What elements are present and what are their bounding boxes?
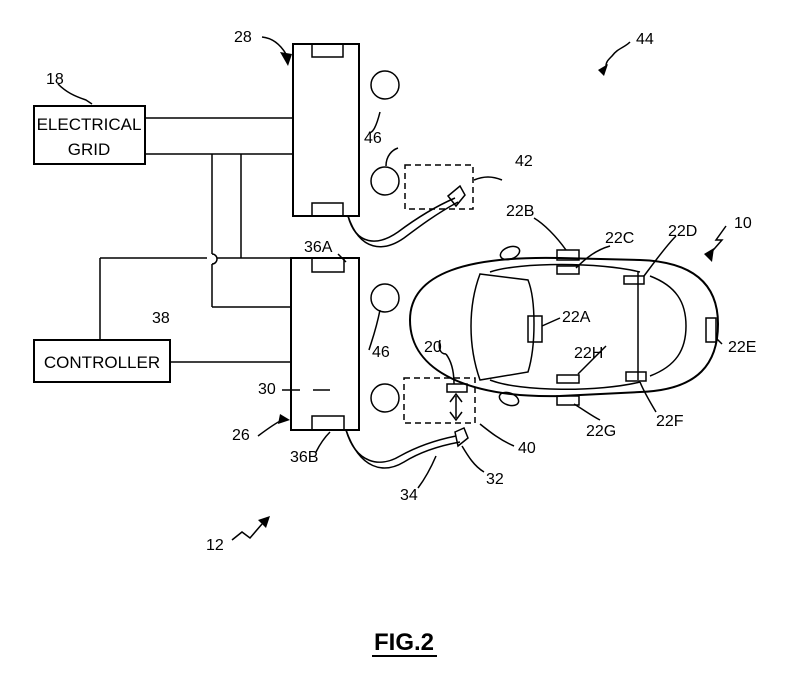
sensor-22b [556,249,580,261]
electrical-grid-block: ELECTRICAL GRID [33,105,146,165]
ref-20: 20 [424,339,442,356]
ref-44: 44 [636,31,654,48]
ref-10: 10 [734,215,752,232]
charger-28 [292,43,503,248]
ref-22g: 22G [586,423,616,440]
sensor-22f [625,371,647,382]
wiring [99,117,293,363]
ref-12: 12 [206,537,224,554]
controller-block: CONTROLLER [33,339,171,383]
ref-22h: 22H [574,345,603,362]
ref-18: 18 [46,71,64,88]
dashed-region-42 [404,164,474,210]
ref-30: 30 [258,381,276,398]
ref-34: 34 [400,487,418,504]
ref-42: 42 [515,153,533,170]
reference-numerals: 18 28 44 46 42 22B 22C 22D 10 36A 38 22A… [46,29,756,554]
ref-26: 26 [232,427,250,444]
indicator-circle [370,283,400,313]
ref-46-upper: 46 [364,130,382,147]
controller-label: CONTROLLER [44,353,160,372]
figure-label: FIG.2 [374,629,434,656]
electrical-grid-label-line2: GRID [68,140,111,159]
dashed-region [403,377,476,424]
ref-22a: 22A [562,309,591,326]
side-mirror [498,391,520,407]
vehicle-10 [408,245,720,407]
indicator-circle [370,383,400,413]
indicator-circle [370,166,400,196]
indicator-circle [370,70,400,100]
charger-26 [290,257,476,469]
ref-38: 38 [152,310,170,327]
sensor-22g [556,395,580,406]
ref-22d: 22D [668,223,697,240]
sensor-22c [556,265,580,275]
figure-caption: FIG.2 [372,629,437,657]
ref-32: 32 [486,471,504,488]
electrical-grid-label-line1: ELECTRICAL [37,115,142,134]
sensor-22h [556,374,580,384]
sensor-22e [705,317,717,343]
charge-port-20 [446,383,468,393]
ref-22f: 22F [656,413,684,430]
ref-36b: 36B [290,449,318,466]
ref-22c: 22C [605,230,634,247]
ref-46-lower: 46 [372,344,390,361]
sensor-22d [623,275,645,285]
charge-connector [446,184,466,208]
leader-lines [57,36,727,541]
side-mirror [499,245,521,261]
sensor-22a [527,315,543,343]
ref-36a: 36A [304,239,333,256]
charge-connector [454,426,469,448]
ref-22b: 22B [506,203,534,220]
ref-28: 28 [234,29,252,46]
ref-22e: 22E [728,339,756,356]
ref-40: 40 [518,440,536,457]
